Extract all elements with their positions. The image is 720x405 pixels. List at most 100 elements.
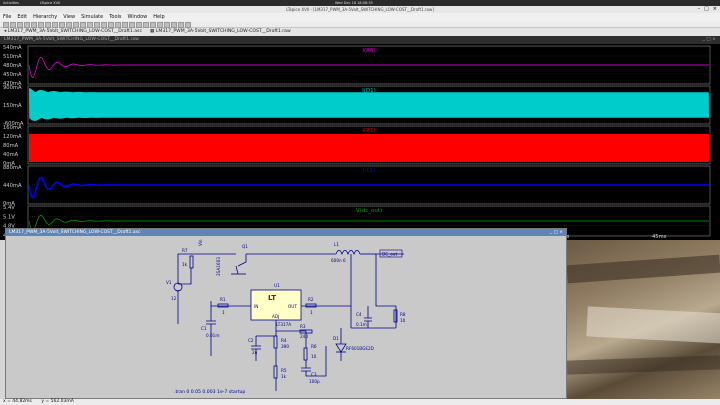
- activities-button[interactable]: Activities: [3, 1, 19, 5]
- tab-waveform-label: LM317_PWM_3A-5Volt_SWITCHING_LOW-COST__D…: [155, 29, 291, 34]
- minimize-icon[interactable]: –: [697, 6, 701, 12]
- waveform-title: LM317_PWM_3A-5Volt_SWITCHING_LOW-COST__D…: [4, 37, 139, 42]
- trace-I(R1): [29, 134, 709, 162]
- y-tick-label: 120mA: [3, 134, 22, 140]
- close-icon[interactable]: ×: [712, 6, 717, 12]
- trace-label: I(R6): [362, 48, 375, 54]
- copy-icon[interactable]: [66, 21, 72, 28]
- photo-window: [567, 240, 720, 399]
- r6-label: R6: [311, 344, 317, 349]
- schematic-title: LM317_PWM_3A-5Volt_SWITCHING_LOW-COST__D…: [9, 230, 141, 235]
- cut-icon[interactable]: [59, 21, 65, 28]
- inductor-icon[interactable]: [129, 21, 135, 28]
- open-icon[interactable]: [3, 21, 9, 28]
- y-tick-label: 5.1V: [3, 214, 15, 220]
- component-icon[interactable]: [143, 21, 149, 28]
- zoom-fit-icon[interactable]: [45, 21, 51, 28]
- clock[interactable]: Wed Dec 18 18:08:55: [335, 1, 373, 5]
- vin-label: Vin: [198, 239, 203, 246]
- y-tick-label: 900mA: [3, 85, 22, 91]
- d1-value: RF601BGE2D: [346, 346, 374, 351]
- menu-file[interactable]: File: [3, 14, 12, 20]
- waveform-window-controls[interactable]: _ □ ×: [702, 37, 716, 42]
- schematic-canvas[interactable]: LT R7 1k V1 12 Q1 2SA1603 L1 600n 6 DC_o…: [6, 236, 566, 398]
- move-icon[interactable]: [150, 21, 156, 28]
- waveform-window: LM317_PWM_3A-5Volt_SWITCHING_LOW-COST__D…: [0, 36, 720, 240]
- l1-label: L1: [334, 242, 339, 247]
- tab-bar: ◂ LM317_PWM_3A-5Volt_SWITCHING_LOW-COST_…: [0, 28, 720, 36]
- ground-icon[interactable]: [101, 21, 107, 28]
- schematic-window-controls[interactable]: _ □ ×: [549, 230, 563, 235]
- status-bar: x = 44.82ms y = 562.03mA: [0, 399, 720, 405]
- redo-icon[interactable]: [171, 21, 177, 28]
- save-icon[interactable]: [10, 21, 16, 28]
- waveform-titlebar: LM317_PWM_3A-5Volt_SWITCHING_LOW-COST__D…: [0, 36, 720, 44]
- trace-V(dc_out): [28, 215, 709, 231]
- y-tick-label: -600mA: [3, 121, 24, 127]
- r1-value: 1: [222, 310, 225, 315]
- app-menu[interactable]: LTspice XVII: [40, 1, 61, 5]
- u1-out: OUT: [288, 304, 297, 309]
- tran-directive[interactable]: .tran 0 0.05 0.003 1e-7 startup: [174, 389, 245, 395]
- run-icon[interactable]: [17, 21, 23, 28]
- window-controls: – □ ×: [698, 6, 717, 13]
- y-tick-label: 480mA: [3, 63, 22, 69]
- drag-icon[interactable]: [157, 21, 163, 28]
- r7-value: 1k: [182, 262, 188, 267]
- r4-label: R4: [281, 338, 287, 343]
- r7-label: R7: [182, 248, 188, 253]
- c2-value: 2n: [252, 350, 258, 355]
- y-tick-label: 0mA: [3, 201, 15, 207]
- spice-directive-icon[interactable]: [185, 21, 191, 28]
- toolbar: [0, 21, 720, 28]
- c3-label: C3: [311, 372, 317, 377]
- menu-tools[interactable]: Tools: [109, 14, 122, 20]
- trace-label: V(dc_out): [356, 208, 382, 214]
- y-tick-label: 440mA: [3, 183, 22, 189]
- window-title: LTspice XVII - [LM317_PWM_3A-5Volt_SWITC…: [0, 6, 720, 13]
- menu-window[interactable]: Window: [127, 14, 148, 20]
- zoom-in-icon[interactable]: [31, 21, 37, 28]
- y-tick-label: 540mA: [3, 45, 22, 51]
- r6-value: 10: [311, 354, 317, 359]
- menu-view[interactable]: View: [63, 14, 76, 20]
- menu-hierarchy[interactable]: Hierarchy: [33, 14, 58, 20]
- capacitor-icon[interactable]: [122, 21, 128, 28]
- l1-value: 600n 6: [331, 258, 346, 263]
- tab-waveform[interactable]: ▦ LM317_PWM_3A-5Volt_SWITCHING_LOW-COST_…: [149, 29, 291, 34]
- label-icon[interactable]: [108, 21, 114, 28]
- y-tick-label: 40mA: [3, 152, 19, 158]
- tab-schematic[interactable]: ◂ LM317_PWM_3A-5Volt_SWITCHING_LOW-COST_…: [4, 29, 142, 34]
- y-tick-label: 420mA: [3, 81, 22, 87]
- zoom-out-icon[interactable]: [38, 21, 44, 28]
- u1-label: U1: [274, 283, 280, 288]
- halt-icon[interactable]: [24, 21, 30, 28]
- r4-value: 390: [281, 344, 289, 349]
- dc-out-label: DC_out: [382, 252, 397, 257]
- r8-label: R8: [400, 312, 406, 317]
- resistor-icon[interactable]: [115, 21, 121, 28]
- dc-out-flag[interactable]: DC_out: [379, 249, 403, 258]
- c2-label: C2: [248, 338, 254, 343]
- pan-icon[interactable]: [52, 21, 58, 28]
- print-icon[interactable]: [87, 21, 93, 28]
- q1-label: Q1: [242, 244, 248, 249]
- menu-edit[interactable]: Edit: [17, 14, 28, 20]
- y-tick-label: 510mA: [3, 54, 22, 60]
- schematic-window: LM317_PWM_3A-5Volt_SWITCHING_LOW-COST__D…: [5, 228, 567, 399]
- maximize-icon[interactable]: □: [704, 6, 709, 12]
- r3-value: 240: [300, 334, 308, 339]
- paste-icon[interactable]: [73, 21, 79, 28]
- wire-icon[interactable]: [94, 21, 100, 28]
- find-icon[interactable]: [80, 21, 86, 28]
- menu-simulate[interactable]: Simulate: [81, 14, 104, 20]
- r1-label: R1: [220, 297, 226, 302]
- cursor-y: y = 562.03mA: [41, 399, 74, 404]
- menu-help[interactable]: Help: [153, 14, 165, 20]
- c1-value: 0.01m: [206, 333, 219, 338]
- waveform-plot[interactable]: 540mA510mA480mA450mA420mAI(R6)900mA150mA…: [0, 44, 720, 240]
- diode-icon[interactable]: [136, 21, 142, 28]
- q1-value: 2SA1603: [216, 257, 221, 276]
- undo-icon[interactable]: [164, 21, 170, 28]
- text-icon[interactable]: [178, 21, 184, 28]
